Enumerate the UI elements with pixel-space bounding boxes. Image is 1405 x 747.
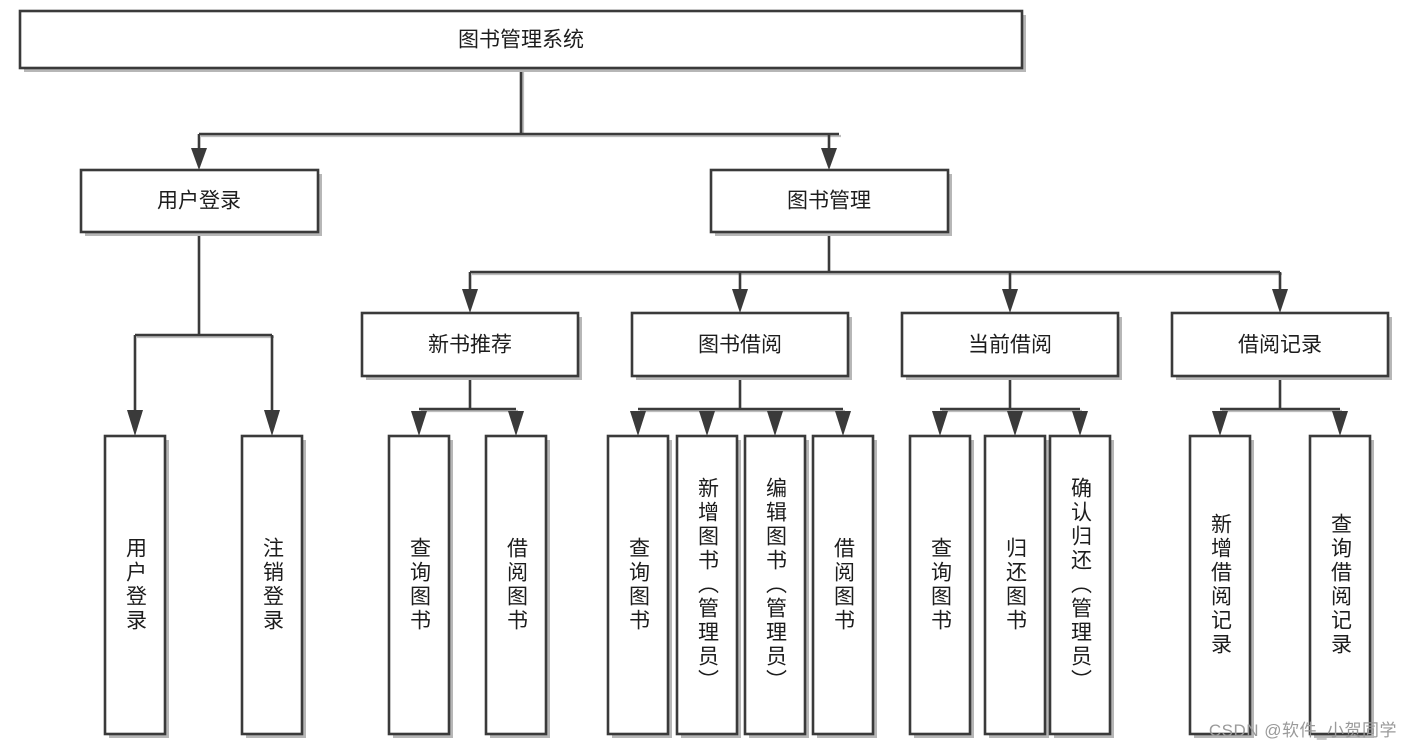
node-user-login-label: 用户登录 bbox=[157, 190, 241, 213]
node-leaf-3[interactable] bbox=[484, 434, 548, 736]
node-borrow-record[interactable] bbox=[1170, 311, 1390, 378]
node-leaf-11-box[interactable]: 新增借阅记录 bbox=[1190, 436, 1250, 734]
node-leaf-0-label: 用户登录 bbox=[123, 537, 147, 633]
arrow-head-icon bbox=[835, 411, 851, 436]
node-leaf-7[interactable] bbox=[811, 434, 875, 736]
node-book-management[interactable] bbox=[709, 168, 950, 234]
node-leaf-7-box[interactable]: 借阅图书 bbox=[813, 436, 873, 734]
arrow-head-icon bbox=[821, 148, 837, 170]
node-current-borrow-label: 当前借阅 bbox=[968, 334, 1052, 357]
node-leaf-0[interactable] bbox=[103, 434, 167, 736]
node-leaf-3-box[interactable]: 借阅图书 bbox=[486, 436, 546, 734]
node-leaf-8-label: 查询图书 bbox=[928, 537, 952, 633]
arrow-head-icon bbox=[932, 411, 948, 436]
arrow-head-icon bbox=[462, 289, 478, 313]
node-leaf-1-label: 注销登录 bbox=[260, 537, 284, 633]
node-leaf-10-label: 确认归还（管理员） bbox=[1068, 477, 1092, 693]
arrow-head-icon bbox=[1002, 289, 1018, 313]
node-leaf-4-label: 查询图书 bbox=[626, 537, 650, 633]
node-leaf-5-label: 新增图书（管理员） bbox=[695, 477, 719, 693]
node-book-borrow[interactable] bbox=[630, 311, 850, 378]
node-root[interactable] bbox=[18, 9, 1024, 70]
arrow-head-icon bbox=[191, 148, 207, 170]
node-new-book-recommend-label: 新书推荐 bbox=[428, 334, 512, 357]
arrow-head-icon bbox=[127, 410, 143, 436]
node-leaf-0-box[interactable]: 用户登录 bbox=[105, 436, 165, 734]
node-leaf-3-label: 借阅图书 bbox=[504, 537, 528, 633]
arrow-head-icon bbox=[264, 410, 280, 436]
node-leaf-5[interactable] bbox=[675, 434, 739, 736]
node-new-book-recommend[interactable] bbox=[360, 311, 580, 378]
node-leaf-5-box[interactable]: 新增图书（管理员） bbox=[677, 436, 737, 734]
node-leaf-11[interactable] bbox=[1188, 434, 1252, 736]
arrow-head-icon bbox=[1332, 411, 1348, 436]
node-leaf-8[interactable] bbox=[908, 434, 972, 736]
arrow-head-icon bbox=[699, 411, 715, 436]
node-borrow-record-label: 借阅记录 bbox=[1238, 334, 1322, 357]
arrow-head-icon bbox=[630, 411, 646, 436]
arrow-head-icon bbox=[1007, 411, 1023, 436]
node-leaf-11-label: 新增借阅记录 bbox=[1208, 513, 1232, 657]
node-leaf-12-label: 查询借阅记录 bbox=[1328, 513, 1352, 657]
node-leaf-9-box[interactable]: 归还图书 bbox=[985, 436, 1045, 734]
node-leaf-6[interactable] bbox=[743, 434, 807, 736]
node-user-login[interactable] bbox=[79, 168, 320, 234]
node-leaf-1-box[interactable]: 注销登录 bbox=[242, 436, 302, 734]
node-book-borrow-label: 图书借阅 bbox=[698, 334, 782, 357]
node-layer: 图书管理系统 用户登录 图书管理 新书推荐 图书借阅 当前借阅 借阅记录 bbox=[18, 9, 1392, 738]
node-leaf-10-box[interactable]: 确认归还（管理员） bbox=[1050, 436, 1110, 734]
arrow-head-icon bbox=[1072, 411, 1088, 436]
node-leaf-10[interactable] bbox=[1048, 434, 1112, 736]
arrow-head-icon bbox=[411, 411, 427, 436]
node-leaf-4-box[interactable]: 查询图书 bbox=[608, 436, 668, 734]
watermark: CSDN @软件_小贺同学 bbox=[1208, 721, 1397, 740]
node-leaf-6-label: 编辑图书（管理员） bbox=[763, 477, 787, 693]
connector-layer bbox=[127, 68, 1348, 436]
node-leaf-8-box[interactable]: 查询图书 bbox=[910, 436, 970, 734]
node-book-management-label: 图书管理 bbox=[787, 190, 871, 213]
node-leaf-9-label: 归还图书 bbox=[1003, 537, 1027, 633]
node-leaf-6-box[interactable]: 编辑图书（管理员） bbox=[745, 436, 805, 734]
node-leaf-12-box[interactable]: 查询借阅记录 bbox=[1310, 436, 1370, 734]
arrow-head-icon bbox=[767, 411, 783, 436]
node-leaf-4[interactable] bbox=[606, 434, 670, 736]
node-leaf-1[interactable] bbox=[240, 434, 304, 736]
node-leaf-2-label: 查询图书 bbox=[407, 537, 431, 633]
node-leaf-2[interactable] bbox=[387, 434, 451, 736]
node-leaf-7-label: 借阅图书 bbox=[831, 537, 855, 633]
arrow-head-icon bbox=[508, 411, 524, 436]
node-root-label: 图书管理系统 bbox=[458, 29, 584, 52]
node-leaf-2-box[interactable]: 查询图书 bbox=[389, 436, 449, 734]
node-leaf-9[interactable] bbox=[983, 434, 1047, 736]
arrow-head-icon bbox=[1212, 411, 1228, 436]
arrow-head-icon bbox=[732, 289, 748, 313]
node-leaf-12[interactable] bbox=[1308, 434, 1372, 736]
leaf-rect-group bbox=[103, 434, 1374, 738]
node-current-borrow[interactable] bbox=[900, 311, 1120, 378]
arrow-head-icon bbox=[1272, 289, 1288, 313]
